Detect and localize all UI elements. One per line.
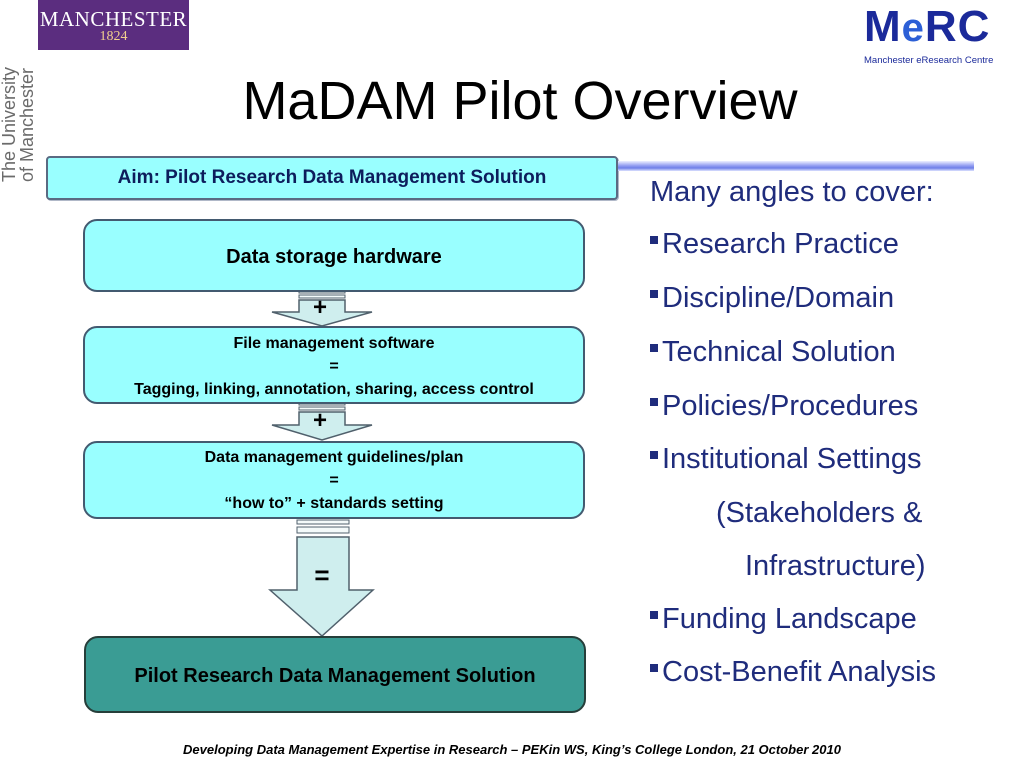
list-item: Technical Solution	[650, 336, 896, 369]
file-management-equals: =	[329, 358, 339, 375]
guidelines-equals: =	[329, 472, 339, 489]
file-management-box: File management software = Tagging, link…	[83, 326, 585, 404]
list-item-continuation: (Stakeholders &	[716, 497, 923, 529]
bullet-square-icon	[650, 451, 658, 460]
merc-logo-rc: RC	[924, 2, 991, 51]
bullet-square-icon	[650, 236, 658, 245]
list-item-label: Technical Solution	[662, 336, 896, 368]
angles-header: Many angles to cover:	[650, 176, 934, 208]
bullet-square-icon	[650, 664, 658, 673]
merc-logo-word: MeRC	[864, 4, 1016, 51]
file-management-title: File management software	[233, 335, 435, 352]
list-item: Policies/Procedures	[650, 390, 918, 423]
merc-logo-subtitle: Manchester eResearch Centre	[864, 55, 994, 66]
bullet-square-icon	[650, 344, 658, 353]
list-item: Funding Landscape	[650, 603, 917, 636]
aim-banner: Aim: Pilot Research Data Management Solu…	[46, 156, 618, 200]
list-item-label: Funding Landscape	[662, 603, 917, 635]
list-item-label: Research Practice	[662, 228, 899, 260]
storage-hardware-box: Data storage hardware	[83, 219, 585, 292]
university-of-manchester-logo: MANCHESTER 1824	[38, 0, 189, 50]
arrow-down-large-icon	[268, 519, 375, 638]
bullet-square-icon	[650, 611, 658, 620]
list-item-label: Institutional Settings	[662, 443, 922, 475]
university-vertical-wordmark: The University of Manchester	[0, 67, 37, 182]
list-item: Research Practice	[650, 228, 899, 261]
file-management-detail: Tagging, linking, annotation, sharing, a…	[134, 381, 534, 398]
bullet-square-icon	[650, 398, 658, 407]
equals-operator: =	[314, 560, 330, 590]
guidelines-detail: “how to” + standards setting	[224, 495, 444, 512]
list-item-label: Cost-Benefit Analysis	[662, 656, 937, 688]
list-item: Discipline/Domain	[650, 282, 894, 315]
list-item: Institutional Settings	[650, 443, 922, 476]
solution-box: Pilot Research Data Management Solution	[84, 636, 586, 713]
aim-stripe-decoration	[618, 161, 974, 171]
university-line-1: The University	[0, 67, 19, 182]
guidelines-box: Data management guidelines/plan = “how t…	[83, 441, 585, 519]
list-item-continuation: Infrastructure)	[745, 550, 926, 582]
university-line-2: of Manchester	[17, 68, 37, 182]
manchester-logo-word: MANCHESTER	[39, 7, 188, 31]
plus-operator: +	[312, 407, 327, 434]
slide-footer: Developing Data Management Expertise in …	[183, 742, 841, 757]
slide-title: MaDAM Pilot Overview	[242, 71, 798, 131]
manchester-logo-year: 1824	[99, 29, 128, 44]
merc-logo-e: e	[901, 6, 925, 50]
guidelines-title: Data management guidelines/plan	[204, 449, 464, 466]
list-item-label: Discipline/Domain	[662, 282, 895, 314]
list-item: Cost-Benefit Analysis	[650, 656, 936, 689]
plus-operator: +	[312, 294, 327, 321]
merc-logo-m: M	[864, 2, 902, 51]
bullet-square-icon	[650, 290, 658, 299]
list-item-label: Policies/Procedures	[662, 390, 919, 422]
merc-logo: MeRC Manchester eResearch Centre	[864, 4, 1016, 70]
